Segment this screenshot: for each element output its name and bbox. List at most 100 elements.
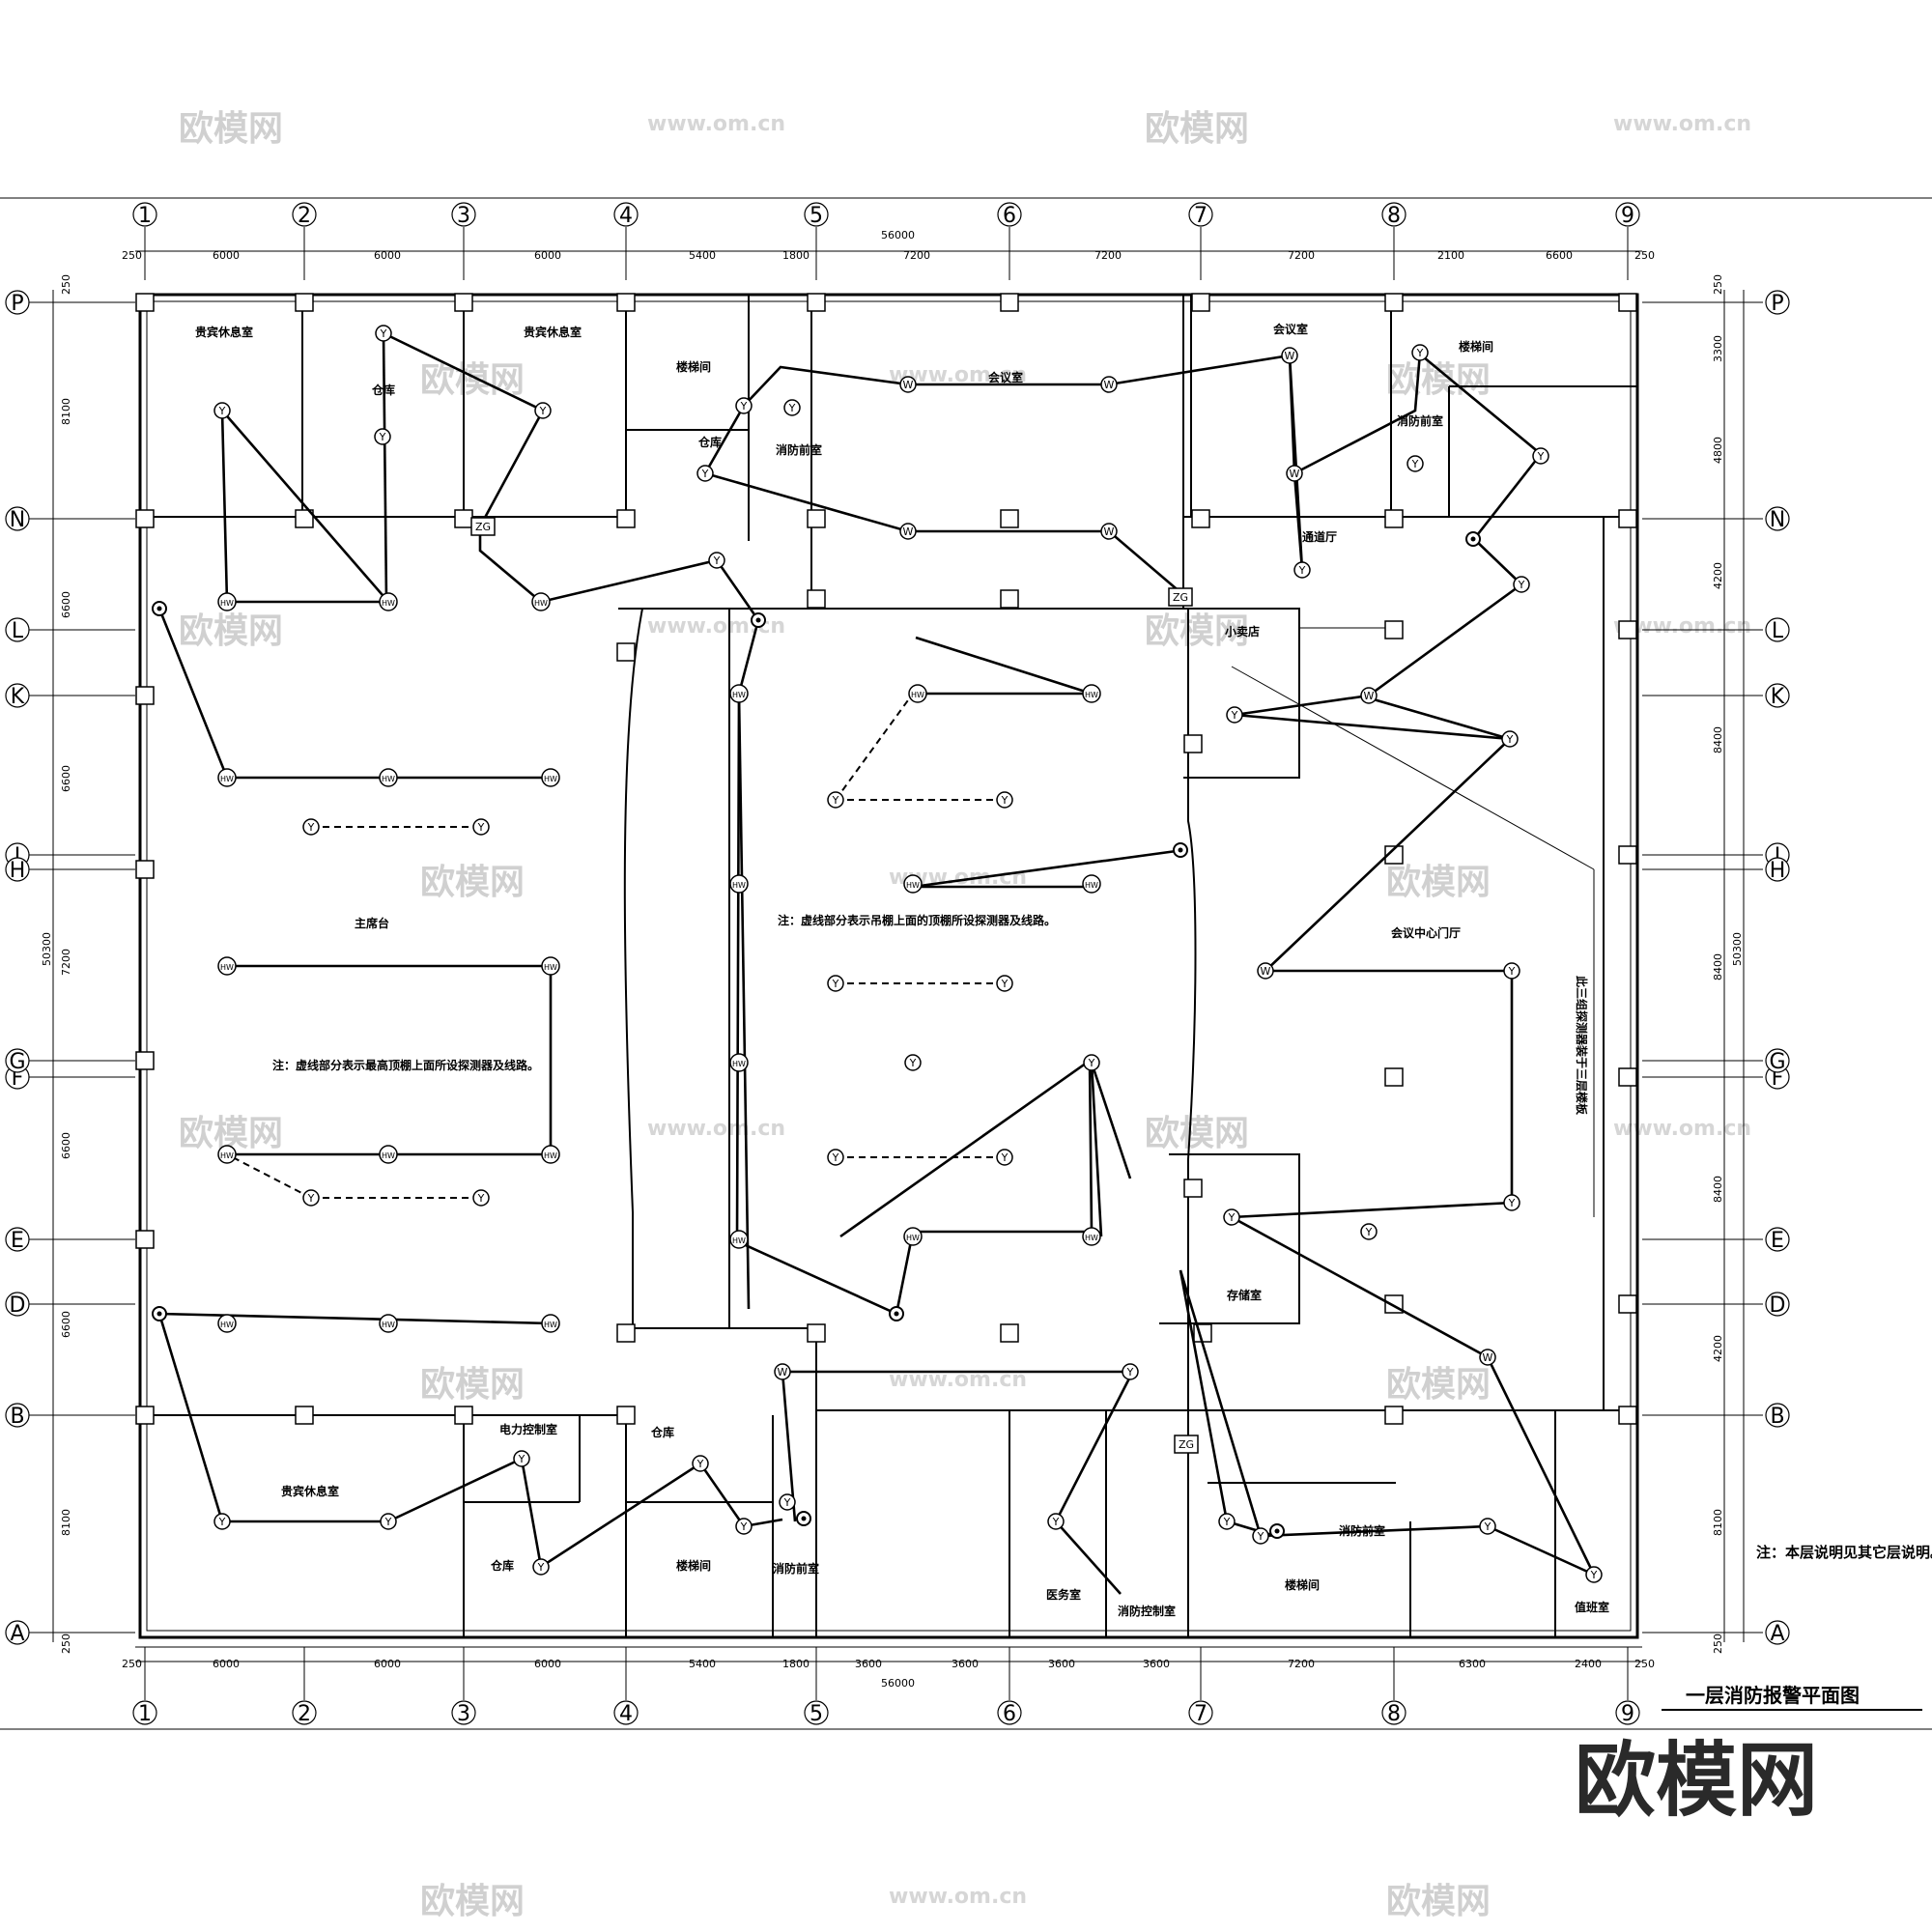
alarm-wiring [157,331,1596,1595]
heat-detector-icon [1281,347,1298,364]
watermark: 欧模网 [1386,1882,1491,1921]
smoke-detector-label: Y [1518,579,1525,591]
zg-panel-label: ZG [1173,591,1188,604]
grid-row-label: L [12,619,24,643]
dim-right-span: 8400 [1712,1176,1724,1203]
hw-detector-label: HW [544,775,557,783]
grid-bubble [5,1620,30,1645]
watermark-url: www.om.cn [889,1885,1027,1909]
smoke-detector-label: Y [218,1516,226,1528]
hw-detector-icon [908,684,927,703]
column [616,1406,636,1425]
grid-bubble [997,1700,1022,1725]
heat-detector-label: W [1104,526,1115,538]
grid-row-label: P [1771,292,1783,316]
smoke-detector-label: Y [1416,347,1424,359]
hw-detector-label: HW [1085,881,1098,890]
column [135,686,155,705]
smoke-detector-icon [1218,1513,1236,1530]
grid-bubble [613,1700,639,1725]
smoke-detector-label: Y [1231,709,1238,722]
drawing-title: 一层消防报警平面图 [1686,1684,1860,1707]
dim-left-span: 8100 [60,398,72,425]
heat-detector-icon [774,1363,791,1380]
grid-column-label: 9 [1621,1702,1634,1726]
grid-column-label: 3 [457,204,470,228]
room-stairwell: 楼梯间 [1459,339,1493,354]
dim-top-span: 2100 [1437,249,1464,262]
heat-detector-label: W [903,379,914,391]
watermark: 欧模网 [1145,611,1249,651]
grid-bubble [5,617,30,642]
dim-right-span: 3300 [1712,335,1724,362]
room-fire-anteroom: 消防前室 [1397,413,1443,428]
smoke-detector-label: Y [1001,978,1009,990]
column [295,293,314,312]
grid-bubble [5,1048,30,1073]
hw-detector-label: HW [732,691,746,699]
smoke-detector-label: Y [1508,965,1516,978]
alarm-wire [915,636,1093,696]
grid-row-label: F [12,1066,24,1091]
smoke-detector-label: Y [1508,1197,1516,1209]
manual-alarm-button-dot [1274,1528,1280,1534]
column [1000,589,1019,609]
manual-alarm-button-dot [801,1516,807,1521]
hw-detector-label: HW [382,599,395,608]
brand-logo: 欧模网 [1575,1733,1818,1828]
dim-left-span: 6600 [60,1132,72,1159]
column [1384,1067,1404,1087]
dim-bottom-overall: 56000 [881,1677,915,1690]
dim-top-span: 7200 [903,249,930,262]
room-stairwell: 楼梯间 [676,359,711,374]
hw-detector-label: HW [544,1151,557,1160]
note-left: 注：虚线部分表示最高顶棚上面所设探测器及线路。 [272,1058,539,1072]
dim-bottom-span: 3600 [952,1658,979,1670]
grid-bubble [1765,1227,1790,1252]
smoke-detector-icon [302,1189,320,1207]
smoke-detector-icon [696,465,714,482]
dim-right-span: 8400 [1712,726,1724,753]
grid-column-label: 8 [1387,204,1401,228]
alarm-wire [157,1313,783,1570]
dim-right-span: 8100 [1712,1509,1724,1536]
heat-detector-label: W [1483,1351,1493,1364]
smoke-detector-label: Y [832,978,839,990]
grid-row-label: A [1770,1622,1784,1646]
grid-bubble [1765,857,1790,882]
dim-right-span: 4200 [1712,1335,1724,1362]
smoke-detector-label: Y [379,431,386,443]
room-stairwell: 楼梯间 [1285,1577,1320,1592]
watermark: 欧模网 [420,1882,525,1921]
column [1618,1067,1637,1087]
dim-top-span: 6000 [534,249,561,262]
alarm-wire [1179,1269,1276,1538]
hw-detector-icon [1082,874,1101,894]
smoke-detector-icon [996,791,1013,809]
column [1618,620,1637,639]
grid-column-label: 1 [138,1702,152,1726]
grid-bubble [1615,202,1640,227]
grid-column-label: 7 [1194,204,1208,228]
column [1384,620,1404,639]
dim-top-span: 5400 [689,249,716,262]
smoke-detector-label: Y [788,402,796,414]
dim-right-overall: 50300 [1731,932,1744,966]
grid-bubble [1765,290,1790,315]
heat-detector-icon [1286,465,1303,482]
grid-bubble [132,1700,157,1725]
smoke-detector-icon [1513,576,1530,593]
smoke-detector-label: Y [380,327,387,340]
hw-detector-icon [217,768,237,787]
smoke-detector-label: Y [701,468,709,480]
dim-top-span: 250 [122,249,142,262]
dim-right-span: 8400 [1712,953,1724,980]
grid-row-label: H [10,859,26,883]
grid-row-label: E [1771,1229,1784,1253]
dim-bottom-span: 3600 [855,1658,882,1670]
hw-detector-icon [217,592,237,611]
manual-alarm-button-dot [156,1311,162,1317]
column [1000,509,1019,528]
hw-detector-label: HW [906,881,920,890]
grid-row-label: B [1770,1405,1784,1429]
